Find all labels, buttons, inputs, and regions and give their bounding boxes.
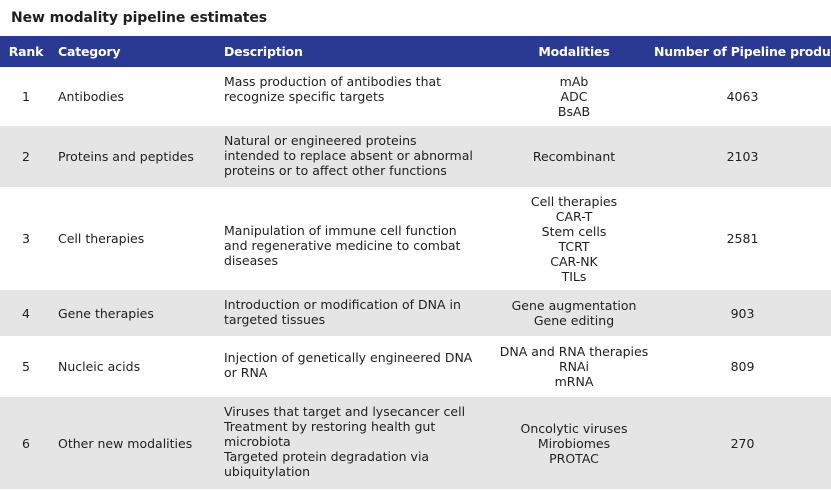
cell-category: Nucleic acids xyxy=(58,359,141,374)
cell-rank: 3 xyxy=(22,231,30,246)
modality-item: CAR-T xyxy=(555,208,593,224)
cell-pipeline-count: 903 xyxy=(730,305,755,321)
description-line: Introduction or modification of DNA in xyxy=(224,297,461,312)
header-modalities: Modalities xyxy=(538,44,610,59)
modality-item: Oncolytic viruses xyxy=(520,420,628,436)
description-line: targeted tissues xyxy=(224,312,326,327)
table-row: 5 Nucleic acids Injection of genetically e… xyxy=(0,336,831,397)
modality-item: TILs xyxy=(561,268,587,284)
cell-pipeline-count: 2103 xyxy=(726,149,759,164)
description-line: diseases xyxy=(224,253,278,268)
table-body: 1 Antibodies Mass production of antibodies… xyxy=(0,67,831,489)
modality-item: mRNA xyxy=(554,374,594,389)
modality-item: Gene editing xyxy=(533,313,615,328)
modality-item: Stem cells xyxy=(541,223,607,239)
cell-category: Cell therapies xyxy=(58,231,145,246)
description-line: and regenerative medicine to combat xyxy=(224,238,461,253)
modality-item: Mirobiomes xyxy=(537,435,611,451)
modality-item: Cell therapies xyxy=(530,193,618,209)
description-line: or RNA xyxy=(224,365,268,380)
description-line: ubiquitylation xyxy=(224,464,311,479)
modality-item: PROTAC xyxy=(549,450,599,466)
description-line: microbiota xyxy=(224,434,291,449)
header-pipeline-count: Number of Pipeline products xyxy=(654,44,831,59)
description-line: Natural or engineered proteins xyxy=(224,133,417,148)
table-header-row: Rank Category Description Modalities Num… xyxy=(0,36,831,67)
cell-pipeline-count: 809 xyxy=(730,359,755,374)
cell-modalities: Recombinant xyxy=(494,126,654,187)
description-line: intended to replace absent or abnormal xyxy=(224,148,473,163)
description-line: Treatment by restoring health gut xyxy=(224,419,436,434)
description-line: proteins or to affect other functions xyxy=(224,163,447,178)
modality-item: TCRT xyxy=(558,238,590,254)
table-row: 6 Other new modalities Viruses that target… xyxy=(0,397,831,489)
cell-pipeline-count: 4063 xyxy=(726,89,759,104)
cell-rank: 5 xyxy=(22,359,30,374)
modality-item: RNAi xyxy=(558,359,590,374)
cell-pipeline-count: 270 xyxy=(730,435,755,451)
cell-category: Gene therapies xyxy=(58,305,154,321)
modality-item: Gene augmentation xyxy=(511,298,637,313)
table-row: 2 Proteins and peptides Natural or enginee… xyxy=(0,126,831,187)
description-line: Viruses that target and lysecancer cell xyxy=(224,404,466,419)
header-description: Description xyxy=(224,44,303,59)
cell-rank: 1 xyxy=(22,89,30,104)
description-line: recognize specific targets xyxy=(224,89,385,104)
table-row: 1 Antibodies Mass production of antibodies… xyxy=(0,67,831,126)
modality-item: ADC xyxy=(560,89,588,104)
cell-rank: 4 xyxy=(22,305,30,321)
description-line: Injection of genetically engineered DNA xyxy=(224,350,473,365)
cell-pipeline-count: 2581 xyxy=(726,231,759,246)
cell-category: Antibodies xyxy=(58,89,125,104)
cell-rank: 6 xyxy=(22,435,30,451)
modality-item: mAb xyxy=(559,74,589,89)
description-line: Mass production of antibodies that xyxy=(224,74,442,89)
cell-category: Other new modalities xyxy=(58,435,193,451)
description-line: Manipulation of immune cell function xyxy=(224,223,457,238)
cell-category: Proteins and peptides xyxy=(58,149,194,164)
modality-item: DNA and RNA therapies xyxy=(499,344,649,359)
modality-item: CAR-NK xyxy=(550,253,598,269)
pipeline-table: Rank Category Description Modalities Num… xyxy=(0,36,831,489)
table-row: 4 Gene therapies Introduction or modificat… xyxy=(0,290,831,336)
description-line: Targeted protein degradation via xyxy=(224,449,430,464)
header-rank: Rank xyxy=(8,44,44,59)
cell-rank: 2 xyxy=(22,149,30,164)
modality-item: BsAB xyxy=(557,104,591,119)
header-category: Category xyxy=(58,44,121,59)
modality-item: Recombinant xyxy=(532,149,616,164)
table-title: New modality pipeline estimates xyxy=(11,10,268,26)
